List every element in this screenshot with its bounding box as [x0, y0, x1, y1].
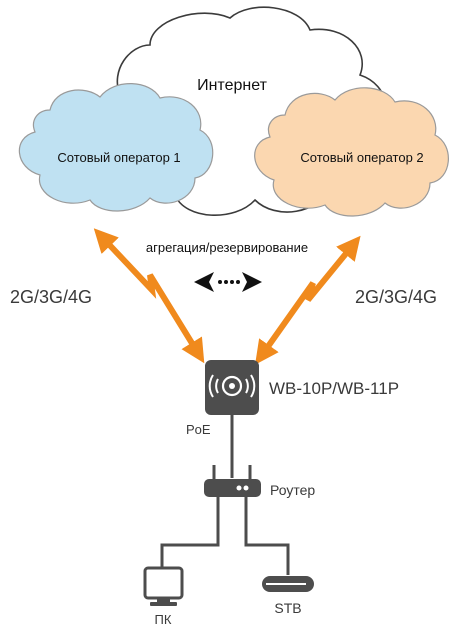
router-label: Роутер	[270, 482, 315, 498]
arrow-left-head	[194, 272, 214, 292]
pc-icon	[143, 566, 184, 606]
bolt-left	[93, 228, 205, 364]
device-wb	[205, 360, 259, 415]
link-right-label: 2G/3G/4G	[355, 287, 437, 307]
stb-icon	[262, 576, 314, 592]
bolt-right	[255, 235, 361, 365]
operator1-label: Сотовый оператор 1	[57, 150, 180, 165]
operator2-label: Сотовый оператор 2	[300, 150, 423, 165]
operator1-cloud: Сотовый оператор 1	[18, 83, 214, 212]
link-left-label: 2G/3G/4G	[10, 287, 92, 307]
poe-label: PoE	[186, 422, 211, 437]
pc-label: ПК	[155, 612, 172, 627]
router-icon	[204, 465, 261, 497]
cable-to-stb	[244, 497, 290, 575]
internet-label: Интернет	[197, 77, 267, 94]
aggregation-arrow	[194, 272, 262, 292]
aggregation-label: агрегация/резервирование	[146, 240, 308, 255]
device-wifi-icon	[221, 375, 243, 397]
cable-to-pc	[160, 497, 220, 568]
operator2-cloud: Сотовый оператор 2	[254, 87, 449, 217]
stb-label: STB	[274, 600, 301, 616]
arrow-right-head	[242, 272, 262, 292]
device-label: WB-10P/WB-11P	[269, 379, 399, 398]
